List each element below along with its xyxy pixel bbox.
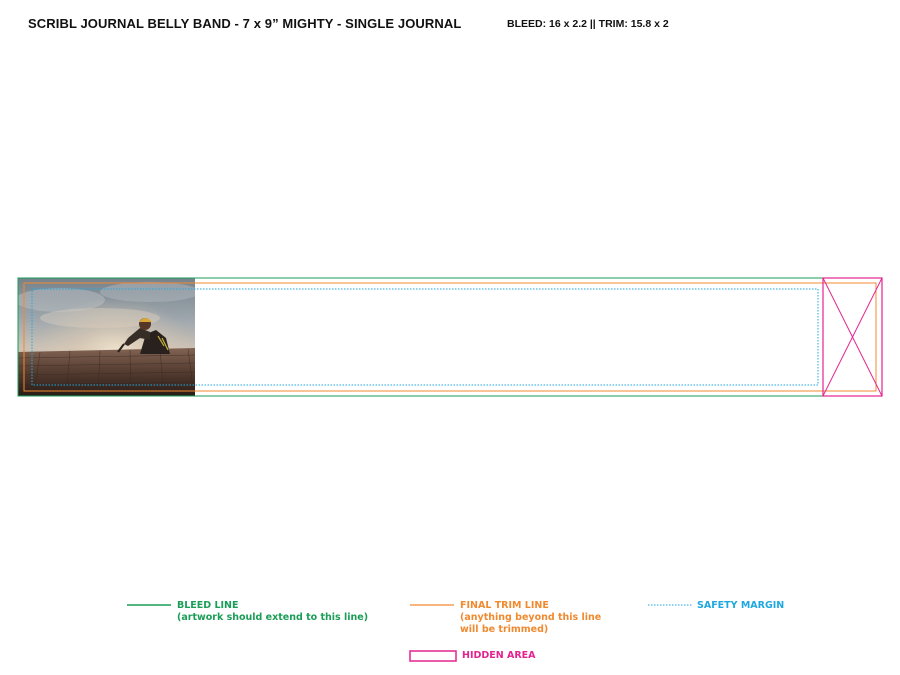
artwork-photo: [18, 278, 195, 396]
legend-trim-note-2: will be trimmed): [460, 624, 549, 635]
legend-hidden-swatch: [409, 650, 457, 662]
legend-trim-note-1: (anything beyond this line: [460, 612, 602, 623]
trim-line: [23, 282, 877, 392]
legend-hidden-label: HIDDEN AREA: [462, 650, 536, 661]
safety-margin-line: [31, 288, 819, 386]
legend-safety-label: SAFETY MARGIN: [697, 600, 785, 611]
legend-safety: SAFETY MARGIN: [697, 600, 784, 612]
legend-bleed-label: BLEED LINE: [177, 600, 239, 611]
header: SCRIBL JOURNAL BELLY BAND - 7 x 9” MIGHT…: [28, 16, 888, 36]
dimensions-label: BLEED: 16 x 2.2 || TRIM: 15.8 x 2: [507, 18, 669, 30]
page-title: SCRIBL JOURNAL BELLY BAND - 7 x 9” MIGHT…: [28, 16, 462, 31]
legend-trim: FINAL TRIM LINE (anything beyond this li…: [460, 600, 601, 636]
legend-trim-label: FINAL TRIM LINE: [460, 600, 549, 611]
legend-hidden: HIDDEN AREA: [462, 650, 536, 662]
legend-bleed: BLEED LINE (artwork should extend to thi…: [177, 600, 368, 624]
legend-bleed-note: (artwork should extend to this line): [177, 612, 369, 623]
hidden-area: [822, 277, 883, 397]
worker-figure: [117, 318, 170, 354]
